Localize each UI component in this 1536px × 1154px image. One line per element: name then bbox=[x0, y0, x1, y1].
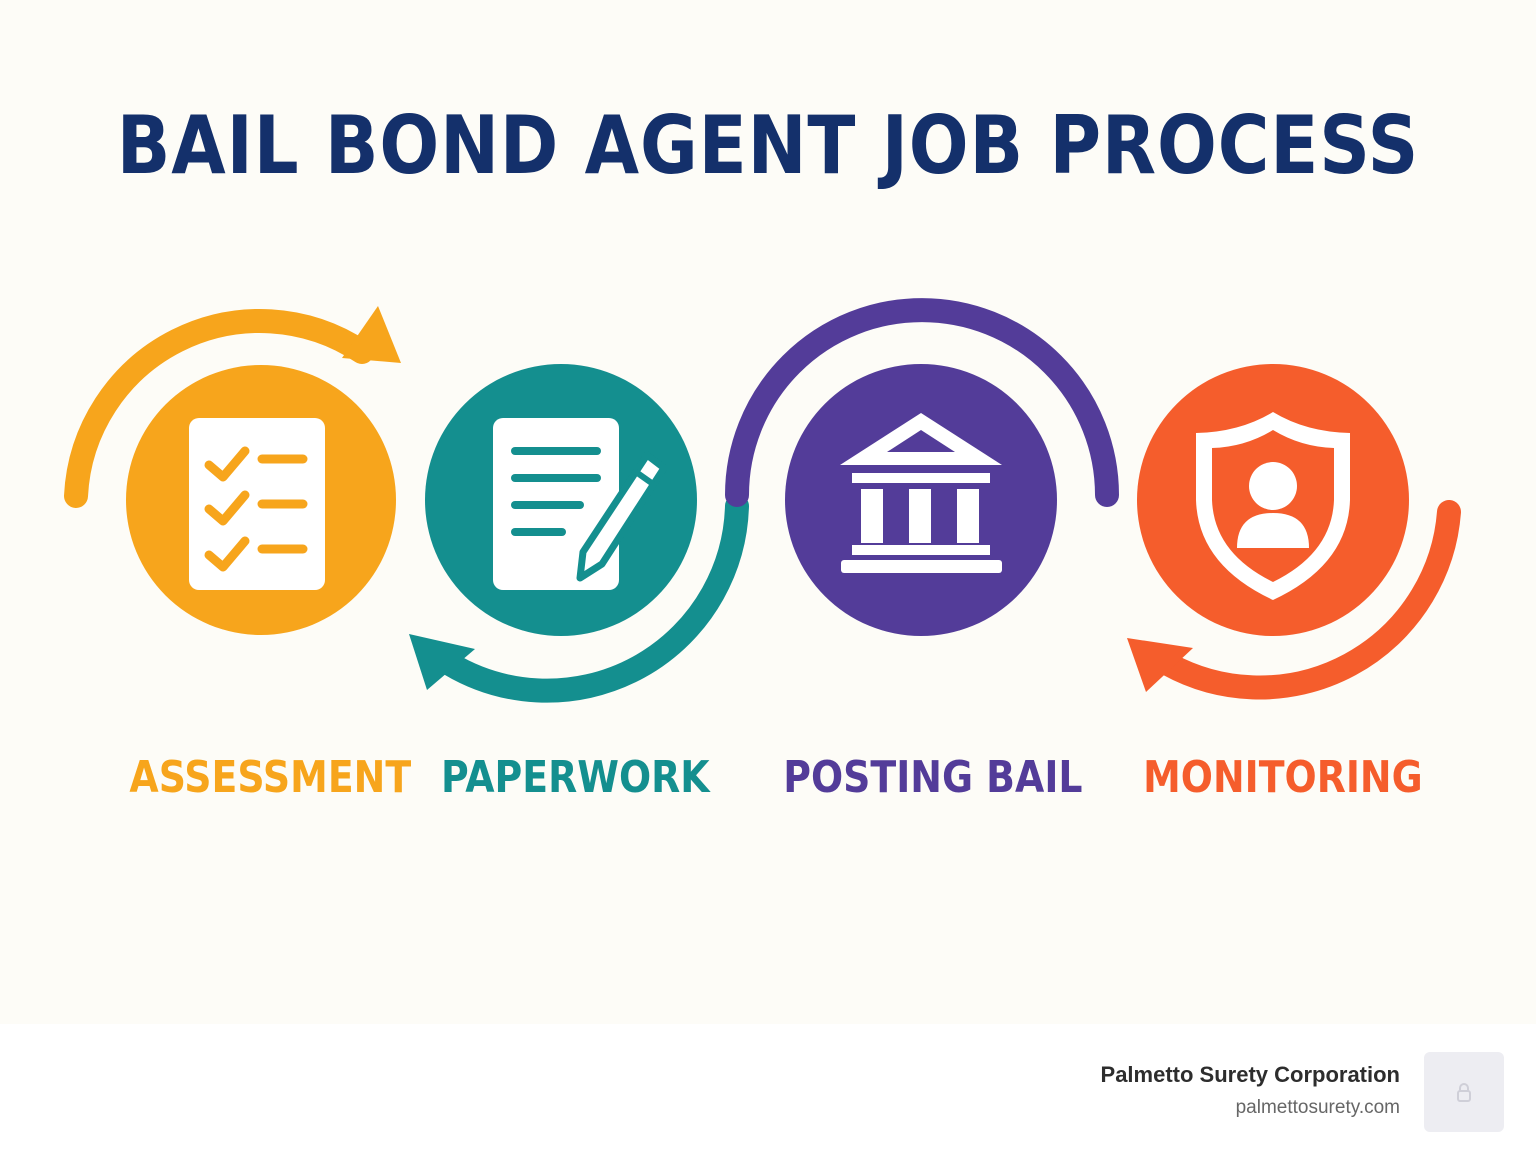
courthouse-icon bbox=[840, 413, 1002, 573]
step-label-assessment: ASSESSMENT bbox=[129, 752, 412, 803]
step-posting-bail bbox=[725, 298, 1119, 636]
step-label-monitoring: MONITORING bbox=[1143, 752, 1423, 803]
paperwork-arc-arrow bbox=[438, 494, 749, 703]
monitoring-arc-arrow bbox=[1156, 500, 1461, 700]
posting-bail-arc-arrow bbox=[725, 298, 1119, 507]
company-url[interactable]: palmettosurety.com bbox=[1235, 1097, 1400, 1118]
company-logo bbox=[1424, 1052, 1504, 1132]
step-paperwork bbox=[409, 364, 749, 703]
process-diagram bbox=[64, 298, 1461, 703]
shield-person-icon bbox=[1196, 412, 1350, 600]
monitoring-arrowhead bbox=[1127, 638, 1193, 692]
lock-icon bbox=[1457, 1083, 1471, 1102]
infographic-canvas: BAIL BOND AGENT JOB PROCESS bbox=[64, 99, 1461, 803]
checklist-icon bbox=[189, 418, 325, 590]
document-pencil-icon bbox=[493, 418, 668, 590]
step-monitoring bbox=[1127, 364, 1461, 700]
company-name: Palmetto Surety Corporation bbox=[1100, 1062, 1400, 1087]
assessment-arrowhead bbox=[342, 306, 401, 363]
footer bbox=[0, 1024, 1536, 1154]
step-label-posting-bail: POSTING BAIL bbox=[783, 752, 1083, 803]
step-label-paperwork: PAPERWORK bbox=[441, 752, 710, 803]
assessment-arc-arrow bbox=[64, 309, 374, 508]
paperwork-arrowhead bbox=[409, 634, 475, 690]
step-assessment bbox=[64, 306, 401, 635]
diagram-title: BAIL BOND AGENT JOB PROCESS bbox=[116, 99, 1420, 192]
